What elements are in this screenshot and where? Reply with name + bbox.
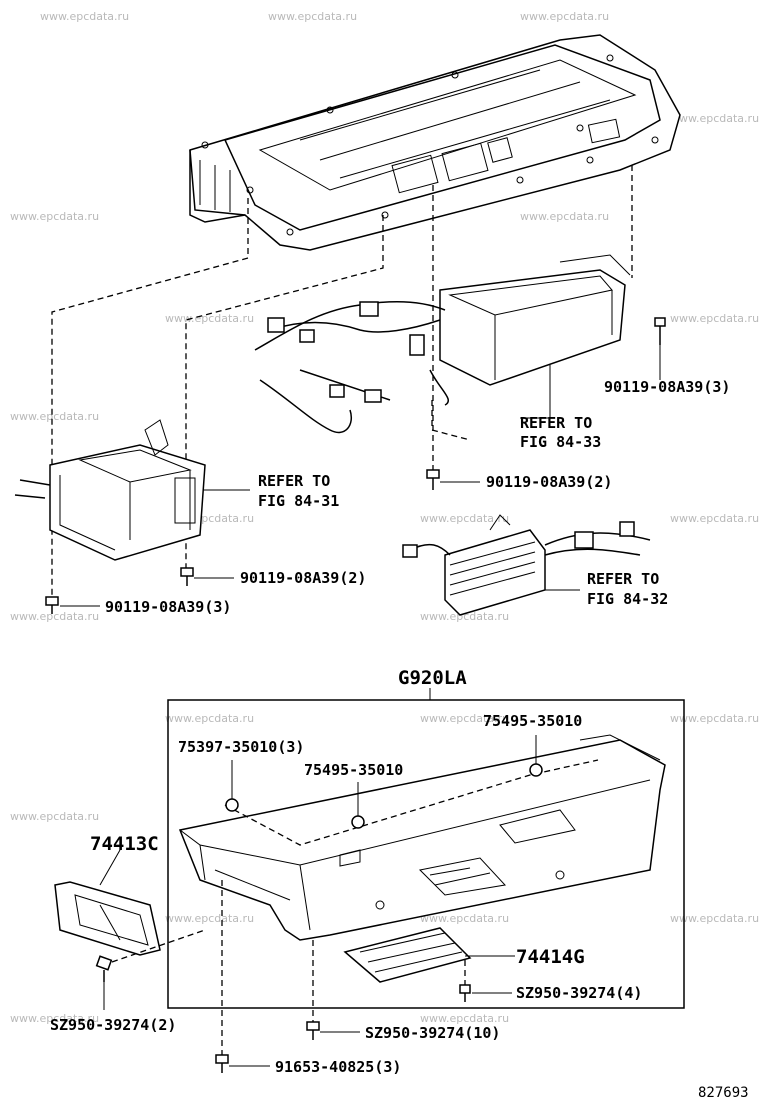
watermark: www.epcdata.ru xyxy=(40,10,129,23)
push-clip-icon xyxy=(529,735,543,777)
label-refer-84-31-line2: FIG 84-31 xyxy=(258,492,339,510)
watermark: www.epcdata.ru xyxy=(420,610,509,623)
label-refer-84-33-line2: FIG 84-33 xyxy=(520,433,601,451)
alignment-line xyxy=(431,400,471,441)
hex-bolt-icon xyxy=(654,317,666,380)
alignment-line xyxy=(185,215,384,570)
label-duct-74413c: 74413C xyxy=(90,833,159,855)
watermark: www.epcdata.ru xyxy=(10,610,99,623)
hex-bolt-icon xyxy=(459,984,512,1002)
label-refer-84-32-line1: REFER TO xyxy=(587,570,659,588)
label-clip-75495-right: 75495-35010 xyxy=(483,712,582,730)
hex-bolt-icon xyxy=(95,955,113,1010)
hex-bolt-icon xyxy=(180,567,234,586)
watermark: www.epcdata.ru xyxy=(165,912,254,925)
watermark: www.epcdata.ru xyxy=(420,512,509,525)
hex-bolt-icon xyxy=(215,1054,270,1073)
label-clip-75495-mid: 75495-35010 xyxy=(304,761,403,779)
battery-case xyxy=(189,34,681,251)
label-clip-75397: 75397-35010(3) xyxy=(178,738,304,756)
label-bolt-left-2: 90119-08A39(2) xyxy=(240,569,366,587)
leader-line xyxy=(520,365,551,419)
watermark: www.epcdata.ru xyxy=(670,712,759,725)
leader-line xyxy=(99,849,121,886)
illustration-number: 827693 xyxy=(698,1085,749,1101)
watermark: www.epcdata.ru xyxy=(520,10,609,23)
label-refer-84-33-line1: REFER TO xyxy=(520,414,592,432)
under-cover-tray xyxy=(178,734,666,941)
push-clip-icon xyxy=(351,782,365,829)
inverter-cooler xyxy=(402,514,651,616)
label-bolt-left-3: 90119-08A39(3) xyxy=(105,598,231,616)
hex-bolt-icon xyxy=(45,596,100,614)
watermark: www.epcdata.ru xyxy=(268,10,357,23)
watermark: www.epcdata.ru xyxy=(520,210,609,223)
alignment-line xyxy=(51,198,249,600)
label-refer-84-32-line2: FIG 84-32 xyxy=(587,590,668,608)
label-assembly-code: G920LA xyxy=(398,667,467,689)
watermark: www.epcdata.ru xyxy=(670,512,759,525)
side-duct xyxy=(54,881,161,956)
watermark: www.epcdata.ru xyxy=(10,1012,99,1025)
label-cover-74414g: 74414G xyxy=(516,946,585,968)
alignment-line xyxy=(224,759,599,846)
label-screw-sz-4: SZ950-39274(4) xyxy=(516,984,642,1002)
watermark: www.epcdata.ru xyxy=(670,112,759,125)
label-screw-sz-10: SZ950-39274(10) xyxy=(365,1024,500,1042)
under-cover-plate xyxy=(343,927,472,983)
watermark: www.epcdata.ru xyxy=(10,210,99,223)
watermark: www.epcdata.ru xyxy=(670,312,759,325)
label-bolt-mid: 90119-08A39(2) xyxy=(486,473,612,491)
alignment-line xyxy=(111,929,206,963)
watermark: www.epcdata.ru xyxy=(10,410,99,423)
label-refer-84-31-line1: REFER TO xyxy=(258,472,330,490)
watermark-layer: www.epcdata.ru www.epcdata.ru www.epcdat… xyxy=(10,10,759,1025)
label-screw-sz-2: SZ950-39274(2) xyxy=(50,1016,176,1034)
junction-block xyxy=(14,419,206,561)
watermark: www.epcdata.ru xyxy=(420,712,509,725)
hex-bolt-icon xyxy=(306,1021,360,1040)
label-bolt-91653: 91653-40825(3) xyxy=(275,1058,401,1076)
wire-harness-assembly xyxy=(254,254,631,434)
push-clip-icon xyxy=(225,760,239,812)
watermark: www.epcdata.ru xyxy=(420,912,509,925)
watermark: www.epcdata.ru xyxy=(670,912,759,925)
watermark: www.epcdata.ru xyxy=(165,312,254,325)
watermark: www.epcdata.ru xyxy=(10,810,99,823)
assembly-frame xyxy=(167,699,685,1009)
watermark: www.epcdata.ru xyxy=(165,712,254,725)
hex-bolt-icon xyxy=(426,469,480,490)
watermark: www.epcdata.ru xyxy=(420,1012,509,1025)
label-bolt-top-right: 90119-08A39(3) xyxy=(604,378,730,396)
